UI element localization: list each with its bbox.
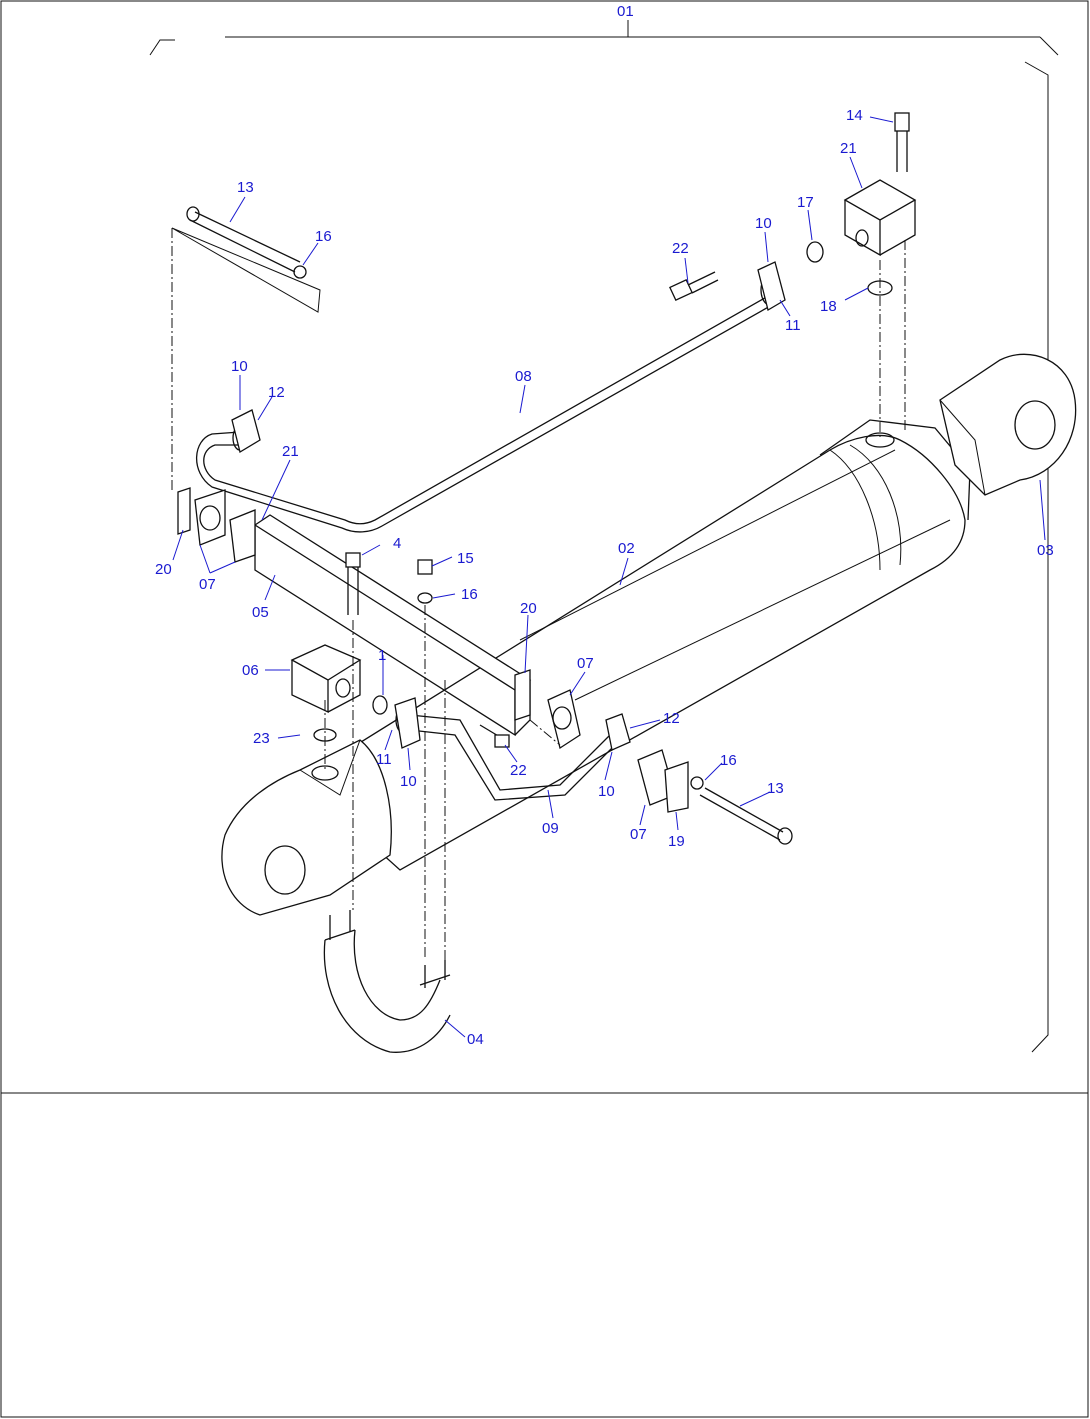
label-01: 01 (617, 3, 634, 20)
flanges-10 (231, 261, 786, 751)
label-12-left: 12 (268, 384, 285, 401)
label-07-middle: 07 (577, 655, 594, 672)
label-06: 06 (242, 662, 259, 679)
valve-block-21-top (843, 179, 917, 257)
bolt-22-bottom (479, 724, 510, 748)
label-12-right: 12 (663, 710, 680, 727)
assembly-bracket-01 (149, 20, 1059, 56)
label-10-left: 10 (231, 358, 248, 375)
label-1: 1 (378, 647, 386, 664)
label-20-middle: 20 (520, 600, 537, 617)
label-15: 15 (457, 550, 474, 567)
label-05: 05 (252, 604, 269, 621)
label-22-bottom: 22 (510, 762, 527, 779)
label-11-top: 11 (785, 317, 801, 334)
label-20-left: 20 (155, 561, 172, 578)
label-13-top: 13 (237, 179, 254, 196)
label-16-right: 16 (720, 752, 737, 769)
label-19: 19 (668, 833, 685, 850)
label-07-right: 07 (630, 826, 647, 843)
cylinder-tube-02 (298, 434, 966, 871)
label-21-top: 21 (840, 140, 857, 157)
label-13-bottom: 13 (767, 780, 784, 797)
washer-16-center (417, 592, 433, 604)
cylinder-head-block (819, 419, 971, 521)
strap-clamp-04 (323, 910, 451, 1053)
label-10-top: 10 (755, 215, 772, 232)
label-16-center: 16 (461, 586, 478, 603)
bolt-22-top (669, 271, 719, 302)
bolt-4 (345, 552, 361, 615)
bolt-14 (894, 112, 910, 172)
assembly-bracket-03 (1024, 61, 1049, 1053)
plate-20-middle (514, 669, 531, 721)
valve-block-06 (290, 644, 362, 714)
clamp-07-right (637, 749, 689, 813)
nut-15 (417, 559, 433, 575)
clamp-07-left (177, 487, 256, 563)
label-14: 14 (846, 107, 863, 124)
bolt-13-bottom (690, 776, 793, 845)
alignment-lines (171, 228, 906, 960)
label-18: 18 (820, 298, 837, 315)
label-02: 02 (618, 540, 635, 557)
label-16-top: 16 (315, 228, 332, 245)
label-22-top: 22 (672, 240, 689, 257)
leader-lines (172, 116, 1046, 1038)
label-4: 4 (393, 535, 401, 552)
label-04: 04 (467, 1031, 484, 1048)
clamp-07-middle (547, 689, 581, 750)
label-08: 08 (515, 368, 532, 385)
rod-eye-right (939, 353, 1077, 496)
label-09: 09 (542, 820, 559, 837)
label-11-bottom: 11 (376, 751, 392, 768)
label-21-left: 21 (282, 443, 299, 460)
o-ring-1 (372, 695, 388, 715)
pipe-08 (196, 274, 780, 533)
label-10-bottom: 10 (400, 773, 417, 790)
label-17: 17 (797, 194, 814, 211)
label-07-left: 07 (199, 576, 216, 593)
label-23: 23 (253, 730, 270, 747)
bolt-13-top (171, 206, 321, 313)
label-10-right: 10 (598, 783, 615, 800)
label-03: 03 (1037, 542, 1054, 559)
o-ring-17 (806, 241, 824, 263)
cylinder-bottom-eye (221, 739, 392, 916)
